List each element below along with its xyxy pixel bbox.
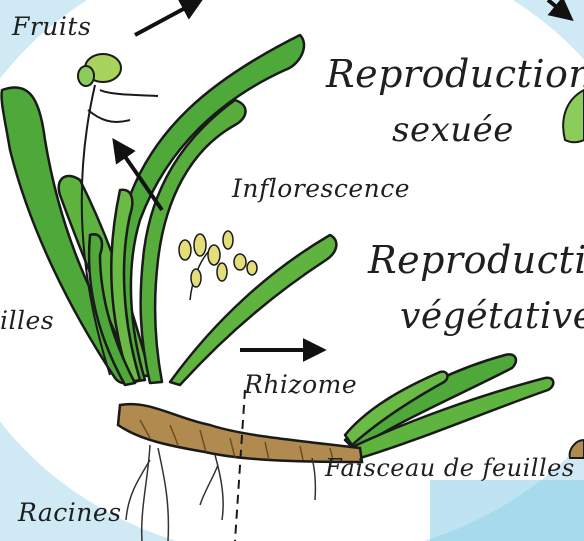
label-racines: Racines	[18, 498, 122, 527]
heading-vegetative-line2: végétative	[400, 296, 584, 337]
heading-sexual-line1: Reproduction	[326, 52, 584, 96]
label-inflorescence: Inflorescence	[232, 174, 410, 203]
bottom-right-band	[430, 480, 584, 541]
label-faisceau: Faisceau de feuilles	[325, 454, 575, 482]
label-feuilles: illes	[0, 306, 54, 335]
label-fruits: Fruits	[12, 12, 91, 41]
heading-vegetative-line1: Reproductio	[368, 238, 584, 282]
heading-sexual-line2: sexuée	[392, 110, 514, 150]
label-rhizome: Rhizome	[244, 370, 357, 399]
